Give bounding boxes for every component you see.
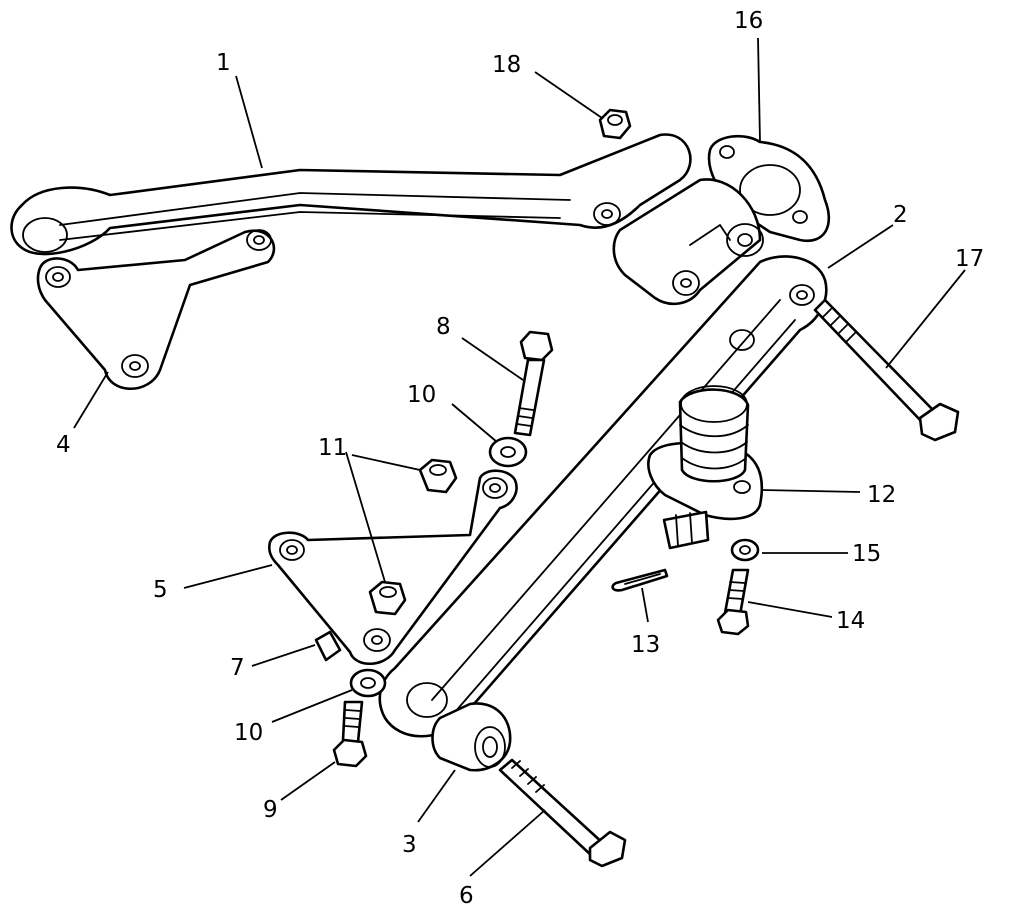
leader-lines — [73, 37, 966, 877]
part-8-bolt — [513, 330, 554, 437]
callout-2: 2 — [893, 202, 908, 228]
part-17-long-bolt — [813, 298, 960, 442]
pivot-bracket — [612, 178, 764, 306]
part-18-nut — [598, 108, 632, 140]
callout-5: 5 — [153, 577, 168, 603]
callout-9: 9 — [263, 797, 278, 823]
callout-18: 18 — [492, 52, 521, 78]
part-5-link-plate — [267, 469, 518, 665]
callout-6: 6 — [459, 883, 474, 909]
callout-1: 1 — [216, 50, 231, 76]
callout-4: 4 — [56, 432, 71, 458]
part-4-bracket — [36, 229, 276, 391]
part-3-bush — [431, 702, 512, 772]
part-11-nut-lower — [368, 580, 407, 616]
part-10-washer-upper — [488, 436, 528, 468]
callout-17: 17 — [955, 246, 984, 272]
callout-11: 11 — [318, 435, 347, 461]
callout-13: 13 — [631, 632, 660, 658]
part-12-ball-joint — [647, 385, 764, 550]
part-10-washer-lower — [349, 668, 387, 698]
part-15-washer — [730, 538, 760, 562]
callout-15: 15 — [852, 541, 881, 567]
part-9-bolt — [332, 700, 368, 768]
callout-8: 8 — [436, 314, 451, 340]
callout-7: 7 — [230, 655, 245, 681]
part-2-lower-arm — [378, 255, 828, 738]
callout-14: 14 — [836, 608, 865, 634]
callout-3: 3 — [402, 832, 417, 858]
part-7-nut — [314, 630, 342, 662]
part-6-long-bolt — [498, 758, 627, 868]
part-14-bolt — [716, 568, 750, 636]
callout-10-lower: 10 — [234, 720, 263, 746]
part-13-split-pin — [611, 568, 669, 592]
callout-10-upper: 10 — [407, 382, 436, 408]
part-11-nut-upper — [418, 458, 458, 494]
callout-labels: 1 2 3 4 5 6 7 8 9 10 10 11 12 13 14 15 1… — [56, 8, 984, 909]
callout-16: 16 — [734, 8, 763, 34]
part-1-upper-arm — [10, 133, 692, 256]
callout-12: 12 — [867, 482, 896, 508]
